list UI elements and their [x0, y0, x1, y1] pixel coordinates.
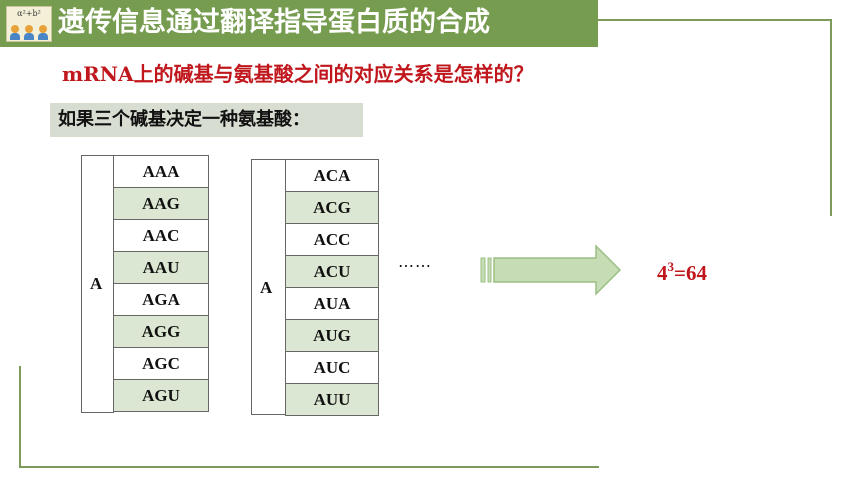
question-text: mRNA上的碱基与氨基酸之间的对应关系是怎样的？ — [62, 62, 534, 86]
table2-codon-cell: ACA — [285, 159, 379, 192]
logo-formula: α²+b² — [17, 9, 41, 18]
table2-first-base-cell: A — [251, 159, 286, 415]
frame-bottom-line — [19, 466, 599, 468]
table2-codon-cell: AUU — [285, 383, 379, 416]
title-bar: α²+b² 遗传信息通过翻译指导蛋白质的合成 — [0, 0, 598, 47]
premise-box: 如果三个碱基决定一种氨基酸： — [50, 103, 363, 137]
frame-right-line — [830, 19, 832, 216]
students-logo-icon: α²+b² — [6, 6, 52, 42]
table1-codon-cell: AAG — [113, 187, 209, 220]
table1-codon-cell: AAU — [113, 251, 209, 284]
frame-top-line — [598, 19, 832, 21]
right-arrow-icon — [480, 244, 622, 296]
table2-codon-cell: AUC — [285, 351, 379, 384]
result-formula: 43=64 — [657, 259, 707, 285]
table1-codon-cell: AAA — [113, 155, 209, 188]
frame-left-line — [19, 366, 21, 468]
page-title: 遗传信息通过翻译指导蛋白质的合成 — [58, 7, 490, 38]
table2-codon-cell: AUG — [285, 319, 379, 352]
table1-first-base-cell: A — [81, 155, 114, 413]
table2-codon-cell: ACG — [285, 191, 379, 224]
table1-codon-cell: AGG — [113, 315, 209, 348]
table1-codon-cell: AGC — [113, 347, 209, 380]
table1-first-base-label: A — [90, 274, 103, 293]
table2-codon-cell: AUA — [285, 287, 379, 320]
table2-codon-cell: ACU — [285, 255, 379, 288]
table2-codon-cell: ACC — [285, 223, 379, 256]
table2-first-base-label: A — [260, 278, 273, 297]
ellipsis-text: …… — [398, 252, 432, 271]
table1-codon-cell: AAC — [113, 219, 209, 252]
table1-codon-cell: AGU — [113, 379, 209, 412]
table1-codon-cell: AGA — [113, 283, 209, 316]
